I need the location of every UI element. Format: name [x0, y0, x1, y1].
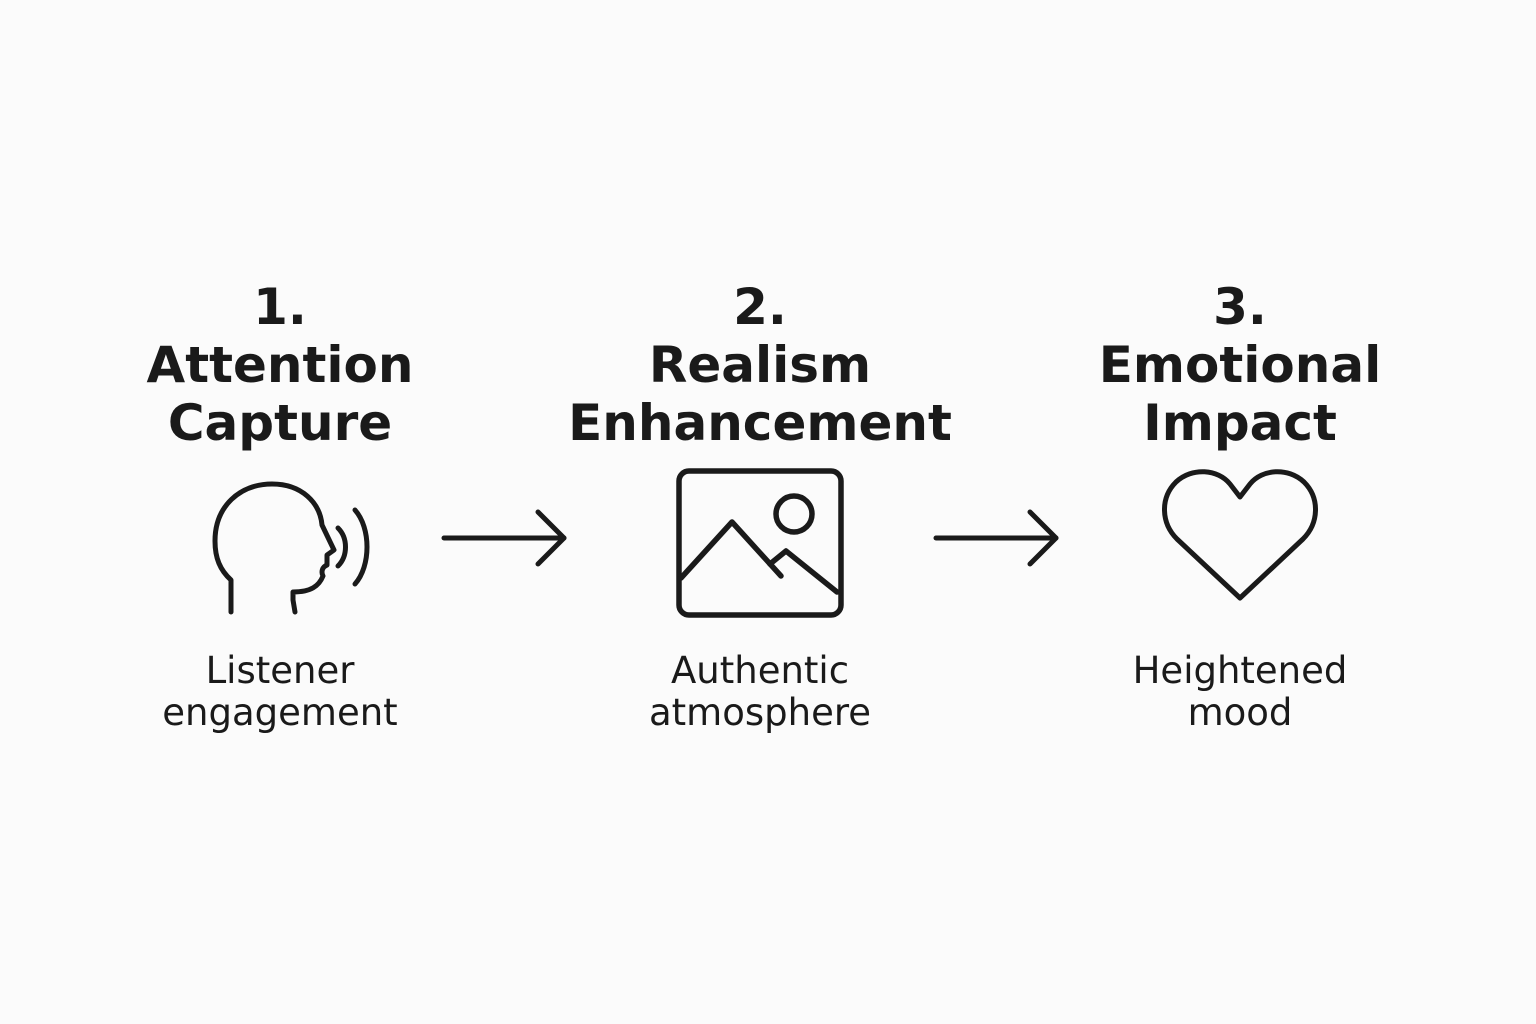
- step-title: Realism Enhancement: [560, 336, 960, 452]
- step-caption-line: Listener: [205, 649, 355, 692]
- step-title-line: Capture: [167, 394, 393, 452]
- step-number: 2.: [733, 278, 787, 336]
- arrow-right-icon: [933, 509, 1059, 567]
- step-title: Emotional Impact: [1080, 336, 1400, 452]
- speaking-head-icon: [212, 481, 370, 615]
- step-caption-line: Authentic: [670, 649, 850, 692]
- step-title-line: Emotional: [1098, 336, 1382, 394]
- step-number: 1.: [253, 278, 307, 336]
- step-caption: Authentic atmosphere: [560, 650, 960, 734]
- step-title-line: Realism: [648, 336, 872, 394]
- step-title-line: Impact: [1143, 394, 1337, 452]
- step-caption: Listener engagement: [120, 650, 440, 734]
- step-number: 3.: [1213, 278, 1267, 336]
- step-caption: Heightened mood: [1080, 650, 1400, 734]
- step-caption-line: atmosphere: [649, 691, 871, 734]
- step-caption-line: engagement: [162, 691, 398, 734]
- heart-icon: [1162, 469, 1318, 601]
- step-caption-line: mood: [1187, 691, 1293, 734]
- image-icon: [676, 468, 844, 618]
- step-caption-line: Heightened: [1132, 649, 1348, 692]
- step-title-line: Enhancement: [568, 394, 952, 452]
- arrow-right-icon: [441, 509, 567, 567]
- step-title-line: Attention: [146, 336, 414, 394]
- step-title: Attention Capture: [120, 336, 440, 452]
